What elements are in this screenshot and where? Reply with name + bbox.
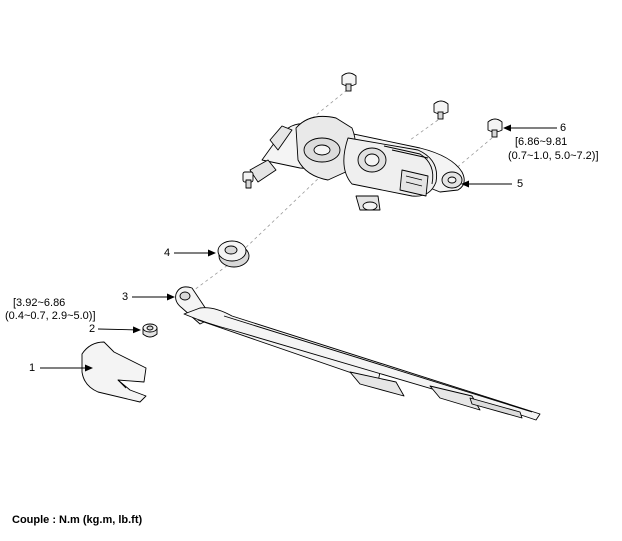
callout-6: 6 — [560, 122, 567, 134]
torque-units-note: Couple : N.m (kg.m, lb.ft) — [12, 514, 143, 526]
callout-4: 4 — [164, 247, 171, 259]
callout-1: 1 — [29, 362, 36, 374]
wiper-arm-and-blade — [175, 286, 541, 421]
callout-2: 2 — [89, 323, 96, 335]
wiper-arm-cap — [217, 240, 250, 268]
bolt-torque-line-1: [6.86~9.81 — [515, 136, 568, 148]
leader-lines — [40, 124, 557, 372]
mounting-bolt — [487, 118, 503, 138]
mounting-bolt — [433, 100, 449, 120]
nut-torque-line-2: (0.4~0.7, 2.9~5.0)] — [5, 310, 96, 322]
wiper-arm-nut — [142, 323, 158, 338]
nut-torque-line-1: [3.92~6.86 — [13, 297, 66, 309]
mounting-bolt — [341, 72, 357, 92]
wiper-motor-assembly — [242, 115, 465, 211]
bolt-torque-line-2: (0.7~1.0, 5.0~7.2)] — [508, 150, 599, 162]
wiper-arm-cover — [81, 341, 147, 403]
callout-3: 3 — [122, 291, 129, 303]
callout-5: 5 — [517, 178, 524, 190]
